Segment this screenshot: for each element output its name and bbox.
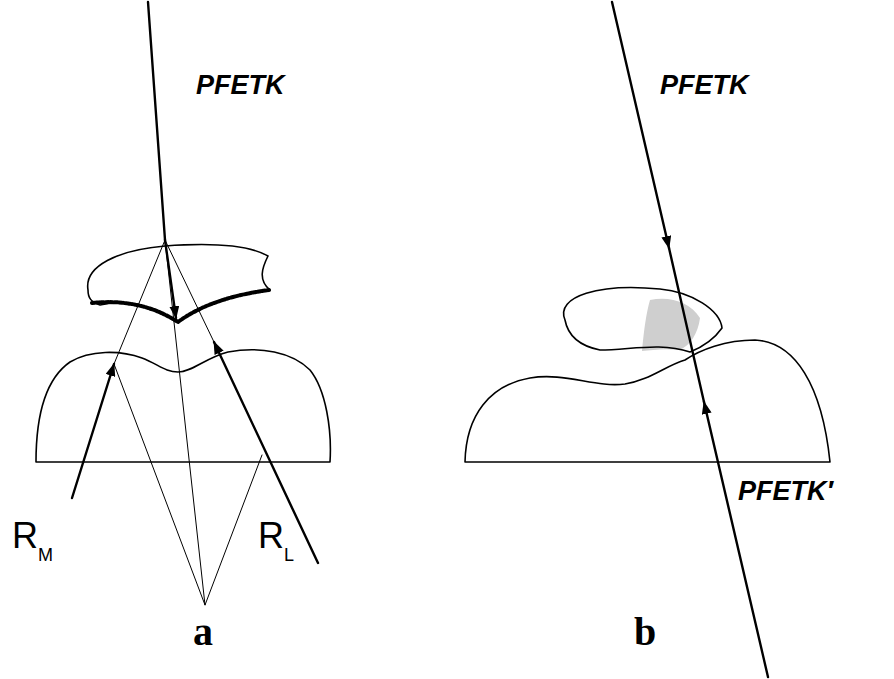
force-arrow: [72, 364, 114, 498]
force-arrow: [214, 342, 318, 563]
force-label: PFETK: [660, 72, 749, 99]
construction-line: [165, 240, 205, 605]
force-label: PFETK: [196, 72, 285, 99]
force-line: [148, 2, 165, 240]
force-line: [669, 248, 704, 402]
panel-letter: a: [193, 612, 213, 652]
patella-outline: [564, 288, 722, 352]
panel-letter: b: [634, 612, 656, 652]
force-symbol: R: [12, 518, 38, 554]
force-subscript: M: [38, 546, 53, 564]
patella-outline: [88, 244, 270, 322]
femur-outline: [465, 340, 830, 462]
force-arrow: [704, 402, 768, 677]
construction-line: [114, 240, 214, 364]
force-subscript: L: [284, 546, 294, 564]
articular-surface: [92, 290, 269, 322]
force-label: PFETK′: [738, 478, 833, 505]
force-symbol: R: [258, 518, 284, 554]
construction-line: [114, 364, 262, 605]
force-arrow: [612, 2, 669, 248]
